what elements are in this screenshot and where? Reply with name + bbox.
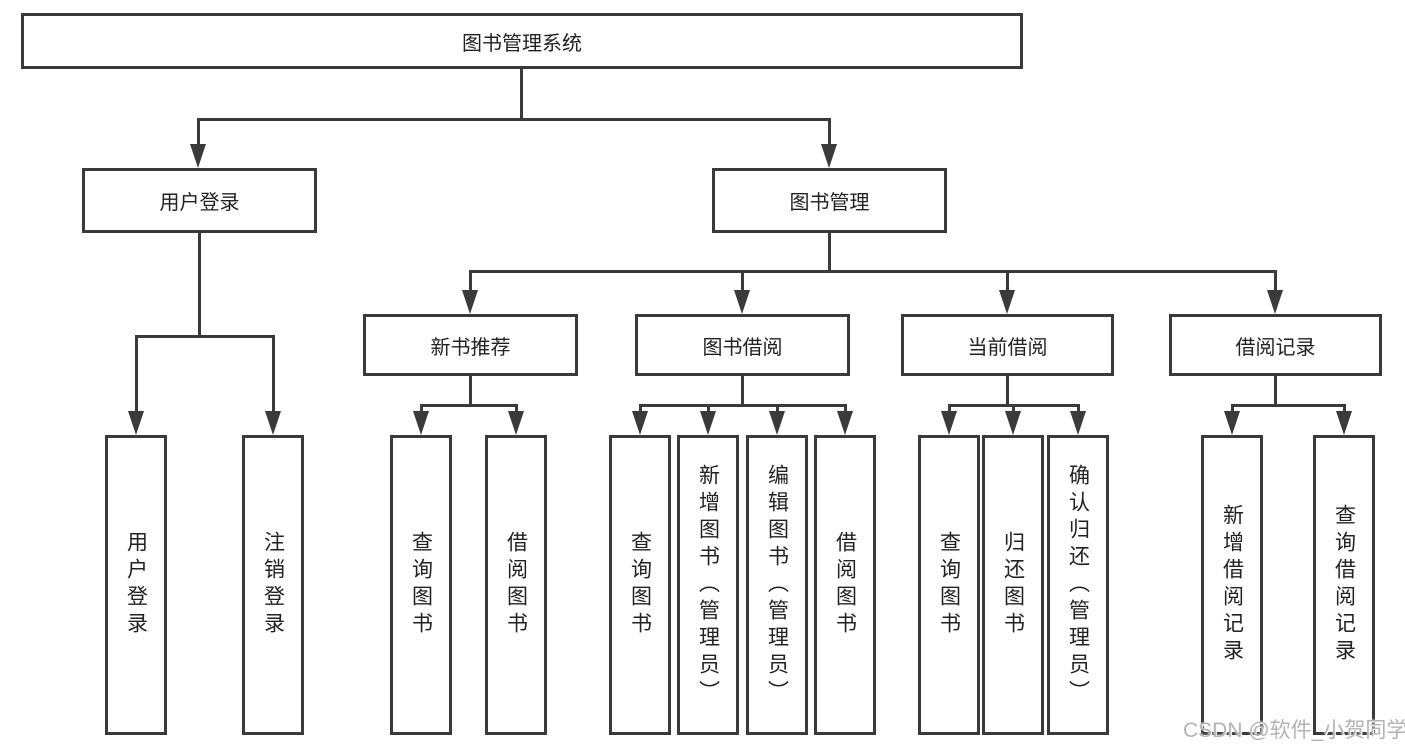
arrow-down-icon (413, 411, 429, 435)
node-user-login-branch: 用户登录 (82, 168, 317, 233)
arrow-down-icon (769, 411, 785, 435)
arrow-down-icon (1336, 411, 1352, 435)
connector-line (1231, 404, 1346, 407)
leaf-edit-books-admin: 编辑图书（管理员） (746, 435, 808, 735)
node-label: 查询图书 (409, 531, 433, 639)
node-label: 用户登录 (124, 531, 148, 639)
connector-line (828, 118, 831, 148)
connector-line (1077, 404, 1080, 414)
connector-line (1343, 404, 1346, 414)
node-label: 查询借阅记录 (1332, 504, 1356, 666)
leaf-return-books: 归还图书 (982, 435, 1044, 735)
arrow-down-icon (821, 144, 837, 168)
node-book-borrow: 图书借阅 (635, 314, 850, 376)
leaf-query-books-3: 查询图书 (918, 435, 980, 735)
connector-line (1274, 376, 1277, 406)
connector-line (1006, 376, 1009, 406)
node-label: 借阅记录 (1235, 336, 1316, 359)
leaf-confirm-return-admin: 确认归还（管理员） (1047, 435, 1109, 735)
arrow-down-icon (734, 290, 750, 314)
connector-line (948, 404, 951, 414)
node-label: 查询图书 (937, 531, 961, 639)
node-label: 图书管理系统 (462, 32, 582, 55)
connector-line (639, 404, 847, 407)
connector-line (707, 404, 710, 414)
connector-line (197, 118, 200, 148)
connector-line (520, 118, 831, 121)
connector-line (420, 404, 423, 414)
connector-line (844, 404, 847, 414)
arrow-down-icon (265, 411, 281, 435)
node-label: 新增借阅记录 (1220, 504, 1244, 666)
node-label: 借阅图书 (504, 531, 528, 639)
connector-line (135, 335, 138, 413)
node-label: 归还图书 (1001, 531, 1025, 639)
node-label: 图书借阅 (702, 336, 783, 359)
arrow-down-icon (1224, 411, 1240, 435)
connector-line (272, 335, 275, 413)
leaf-add-books-admin: 新增图书（管理员） (677, 435, 739, 735)
node-label: 编辑图书（管理员） (765, 463, 789, 707)
arrow-down-icon (128, 411, 144, 435)
connector-line (1231, 404, 1234, 414)
connector-line (420, 404, 518, 407)
leaf-borrow-books-1: 借阅图书 (485, 435, 547, 735)
node-label: 图书管理 (789, 192, 870, 214)
arrow-down-icon (1267, 290, 1283, 314)
connector-line (198, 233, 201, 337)
leaf-user-login: 用户登录 (105, 435, 167, 735)
node-label: 查询图书 (628, 531, 652, 639)
node-label: 用户登录 (159, 192, 240, 214)
leaf-query-books-1: 查询图书 (390, 435, 452, 735)
node-label: 确认归还（管理员） (1066, 463, 1090, 707)
connector-line (741, 376, 744, 406)
connector-line (776, 404, 779, 414)
connector-line (1012, 404, 1015, 414)
arrow-down-icon (462, 290, 478, 314)
connector-line (1274, 270, 1277, 294)
connector-line (520, 69, 523, 120)
leaf-borrow-books-2: 借阅图书 (814, 435, 876, 735)
node-book-management: 图书管理 (712, 168, 947, 233)
arrow-down-icon (190, 144, 206, 168)
node-root-library-system: 图书管理系统 (21, 13, 1023, 69)
connector-line (469, 270, 472, 294)
arrow-down-icon (941, 411, 957, 435)
connector-line (828, 233, 831, 272)
leaf-add-borrow-record: 新增借阅记录 (1201, 435, 1263, 735)
connector-line (469, 376, 472, 406)
node-label: 新书推荐 (430, 336, 511, 359)
leaf-query-borrow-record: 查询借阅记录 (1313, 435, 1375, 735)
node-borrow-records: 借阅记录 (1169, 314, 1382, 376)
connector-line (1006, 270, 1009, 294)
arrow-down-icon (700, 411, 716, 435)
connector-line (469, 270, 1277, 273)
node-new-book-recommend: 新书推荐 (363, 314, 578, 376)
leaf-logout: 注销登录 (242, 435, 304, 735)
leaf-query-books-2: 查询图书 (609, 435, 671, 735)
connector-line (515, 404, 518, 414)
node-label: 借阅图书 (833, 531, 857, 639)
csdn-watermark: CSDN @软件_小贺同学 (1183, 719, 1405, 742)
node-label: 注销登录 (261, 531, 285, 639)
node-label: 当前借阅 (967, 336, 1048, 359)
connector-line (741, 270, 744, 294)
connector-line (135, 335, 275, 338)
connector-line (639, 404, 642, 414)
node-label: 新增图书（管理员） (696, 463, 720, 707)
arrow-down-icon (837, 411, 853, 435)
arrow-down-icon (1005, 411, 1021, 435)
arrow-down-icon (632, 411, 648, 435)
arrow-down-icon (1070, 411, 1086, 435)
node-current-borrow: 当前借阅 (901, 314, 1114, 376)
arrow-down-icon (508, 411, 524, 435)
arrow-down-icon (999, 290, 1015, 314)
connector-line (197, 118, 523, 121)
